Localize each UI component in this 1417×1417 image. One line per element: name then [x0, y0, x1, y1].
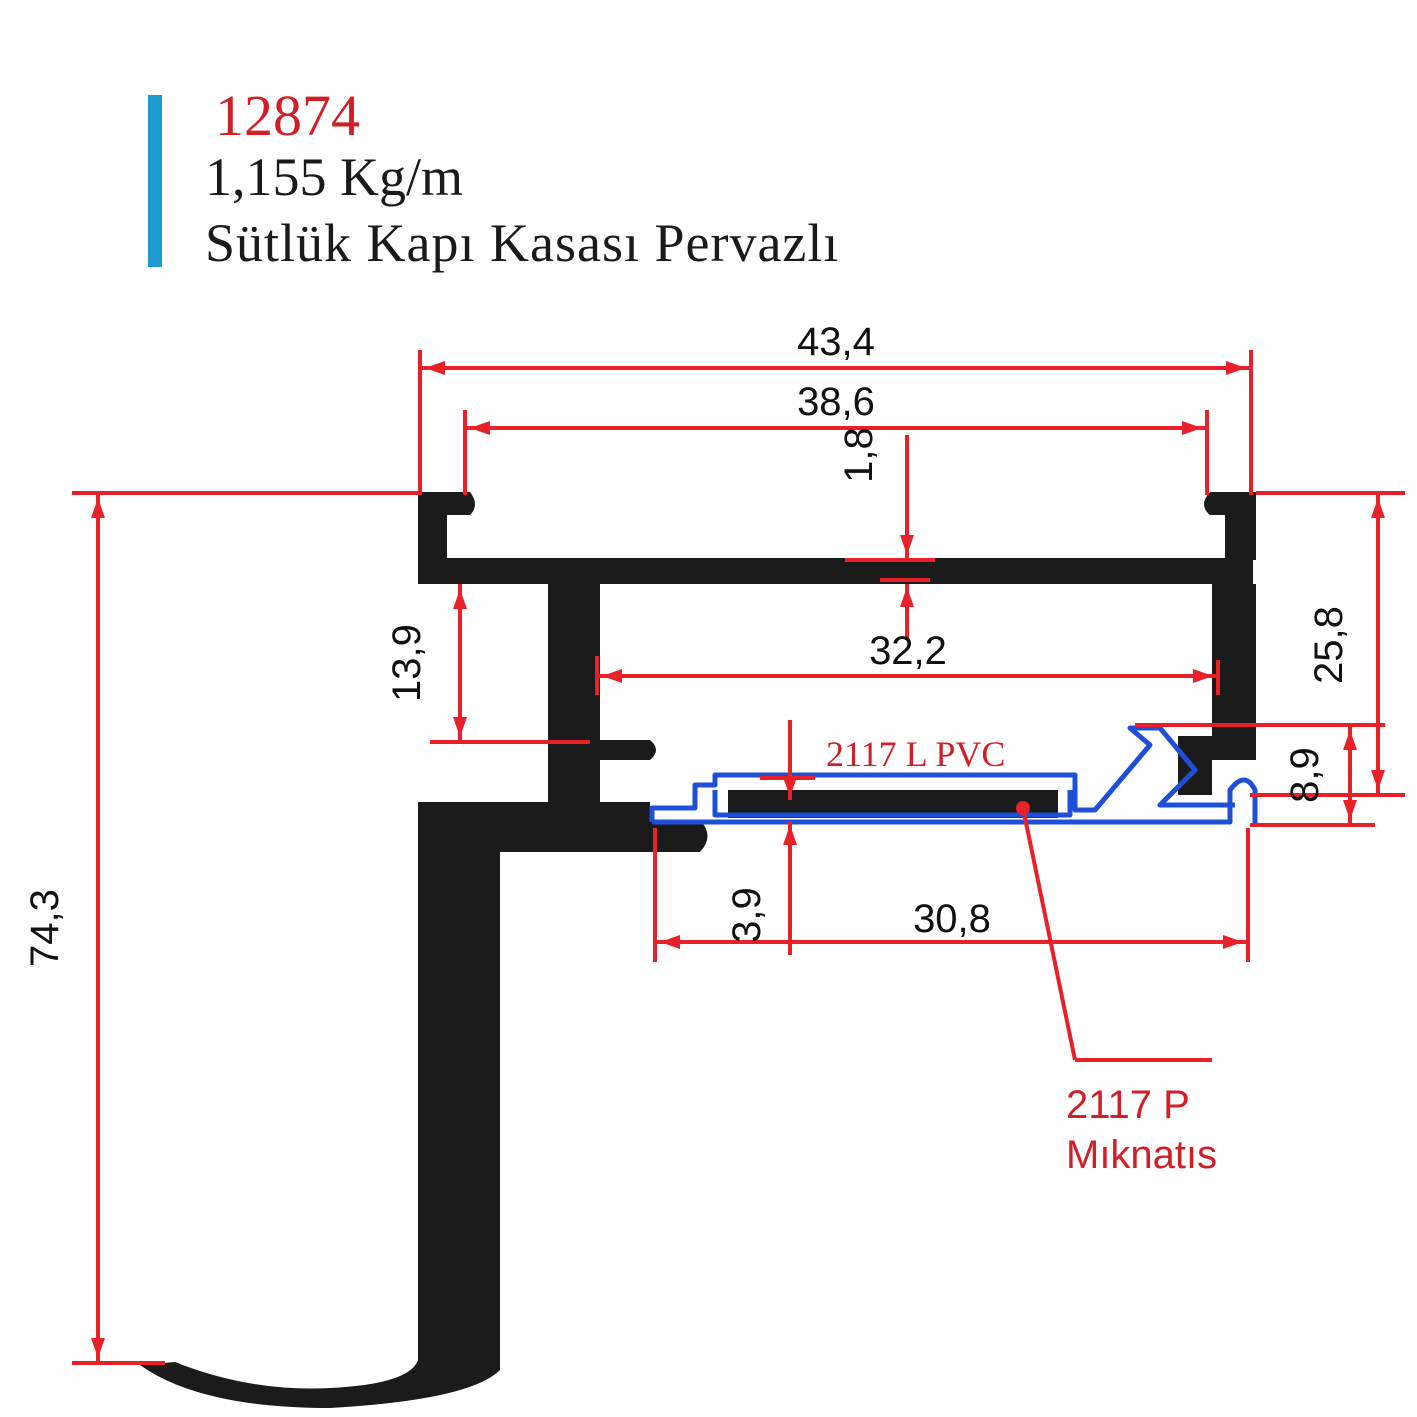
- aluminium-profile: [140, 492, 1256, 1408]
- dim-channel-width: 32,2: [869, 629, 947, 673]
- gasket-inner: [712, 790, 1073, 818]
- profile-right-lip: [1204, 492, 1256, 560]
- profile-left-wall: [548, 584, 600, 802]
- dim-total-height: 74,3: [23, 889, 67, 967]
- gasket-outline: [652, 777, 1258, 825]
- label-magnet-name: Mıknatıs: [1066, 1133, 1217, 1177]
- accent-bar: [148, 95, 162, 267]
- profile-base-plate: [418, 802, 708, 1368]
- dim-depth-right: 25,8: [1307, 606, 1351, 684]
- pvc-gasket: [649, 725, 1258, 825]
- label-magnet-code: 2117 P: [1066, 1083, 1190, 1127]
- dim-flange-thickness: 1,8: [837, 427, 881, 483]
- dim-depth-upper: 13,9: [385, 624, 429, 702]
- label-pvc: 2117 L PVC: [826, 734, 1005, 774]
- profile-weight: 1,155 Kg/m: [205, 147, 464, 207]
- gasket-left-step: [649, 725, 1235, 822]
- profile-left-lip: [418, 492, 475, 560]
- dim-seal-height: 8,9: [1283, 747, 1327, 803]
- dim-width-inner: 38,6: [797, 380, 875, 424]
- profile-tongue: [600, 740, 656, 760]
- profile-name: Sütlük Kapı Kasası Pervazlı: [205, 213, 840, 273]
- dim-width-outer: 43,4: [797, 320, 875, 364]
- dim-seal-width: 30,8: [913, 897, 991, 941]
- profile-top-bar: [418, 558, 1253, 584]
- dim-seal-offset: 3,9: [725, 887, 769, 943]
- dimension-lines: [72, 350, 1405, 1365]
- profile-right-hook: [1178, 736, 1256, 760]
- profile-right-foot: [1178, 760, 1212, 795]
- profile-bottom-curve: [140, 1360, 500, 1408]
- profile-code: 12874: [215, 83, 360, 148]
